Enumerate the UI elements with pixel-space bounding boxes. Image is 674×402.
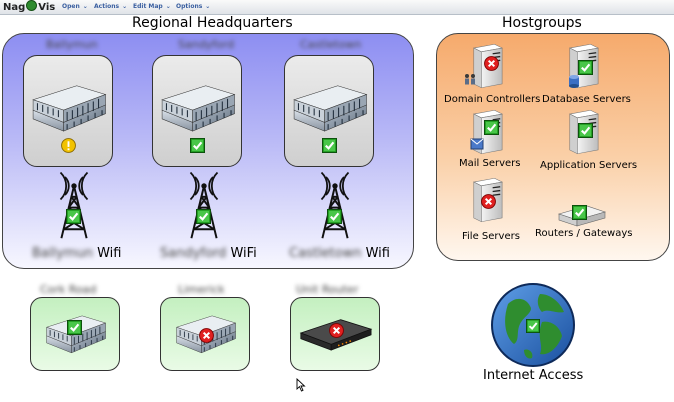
database-icon (569, 75, 579, 88)
ok-status-icon[interactable] (578, 60, 593, 75)
wifi-tower-icon[interactable] (186, 168, 222, 240)
mouse-cursor-icon (296, 378, 306, 392)
hostgroup-label: Database Servers (542, 94, 631, 105)
wifi-site-prefix: Ballymun (32, 246, 93, 261)
wifi-site-prefix: Castletown (289, 246, 362, 261)
ok-status-icon[interactable] (66, 209, 81, 224)
ok-status-icon[interactable] (196, 209, 211, 224)
ok-status-icon[interactable] (484, 120, 499, 135)
remote-site-card-unit-router[interactable] (290, 297, 380, 371)
site-name-label: Sandyford (178, 38, 235, 51)
site-name-label: Ballymun (46, 38, 98, 51)
wifi-label-text: Wifi (365, 246, 390, 261)
site-name-label: Castletown (300, 38, 362, 51)
chevron-down-icon: ⌄ (122, 3, 128, 10)
nagvis-logo[interactable]: Nag Vis (3, 0, 55, 14)
chevron-down-icon: ⌄ (165, 3, 171, 10)
logo-eye-icon (26, 0, 38, 11)
internet-access-label: Internet Access (483, 368, 584, 383)
site-card-castletown[interactable] (284, 55, 374, 167)
logo-text-right: Vis (38, 2, 56, 13)
wifi-label-sandyford: Sandyford WiFi (160, 246, 257, 261)
building-icon (28, 84, 108, 132)
critical-status-icon[interactable] (329, 323, 344, 338)
menu-edit-map-label: Edit Map (133, 3, 163, 10)
menu-open[interactable]: Open⌄ (62, 2, 88, 11)
ok-status-icon[interactable] (322, 138, 337, 153)
wifi-tower-icon[interactable] (56, 168, 92, 240)
regional-headquarters-title: Regional Headquarters (132, 15, 293, 31)
remote-site-name-label: Cork Road (40, 283, 97, 296)
wifi-site-prefix: Sandyford (160, 246, 227, 261)
menu-actions-label: Actions (94, 3, 120, 10)
site-card-sandyford[interactable] (152, 55, 242, 167)
chevron-down-icon: ⌄ (205, 3, 211, 10)
ok-status-icon[interactable] (578, 123, 593, 138)
users-icon (465, 74, 475, 85)
wifi-label-ballymun: Ballymun Wifi (32, 246, 121, 261)
hostgroup-label: Routers / Gateways (535, 228, 633, 239)
building-icon (289, 84, 369, 132)
hostgroup-label: Mail Servers (459, 158, 521, 169)
remote-site-card-limerick[interactable] (160, 297, 250, 371)
menu-options[interactable]: Options⌄ (176, 2, 210, 11)
critical-status-icon[interactable] (481, 194, 496, 209)
remote-site-name-label: Limerick (178, 283, 225, 296)
hostgroups-title: Hostgroups (502, 15, 582, 31)
hostgroup-label: Domain Controllers (444, 94, 541, 105)
envelope-icon (470, 138, 484, 150)
menu-actions[interactable]: Actions⌄ (94, 2, 127, 11)
ok-status-icon[interactable] (67, 320, 82, 335)
critical-status-icon[interactable] (484, 56, 499, 71)
warning-status-icon[interactable] (61, 138, 76, 153)
building-icon (157, 84, 237, 132)
ok-status-icon[interactable] (526, 319, 540, 333)
wifi-label-castletown: Castletown Wifi (289, 246, 390, 261)
menu-edit-map[interactable]: Edit Map⌄ (133, 2, 171, 11)
menu-open-label: Open (62, 3, 80, 10)
hostgroup-label: Application Servers (540, 160, 638, 171)
menu-options-label: Options (176, 3, 203, 10)
wifi-label-text: Wifi (97, 246, 122, 261)
ok-status-icon[interactable] (327, 209, 342, 224)
logo-text-left: Nag (3, 2, 26, 13)
site-card-ballymun[interactable] (23, 55, 113, 167)
ok-status-icon[interactable] (572, 205, 587, 220)
wifi-tower-icon[interactable] (317, 168, 353, 240)
critical-status-icon[interactable] (199, 328, 214, 343)
ok-status-icon[interactable] (190, 138, 205, 153)
chevron-down-icon: ⌄ (82, 3, 88, 10)
remote-site-name-label: Unit Router (296, 283, 359, 296)
wifi-label-text: WiFi (230, 246, 257, 261)
remote-site-card-cork-road[interactable] (30, 297, 120, 371)
hostgroup-label: File Servers (462, 231, 520, 242)
